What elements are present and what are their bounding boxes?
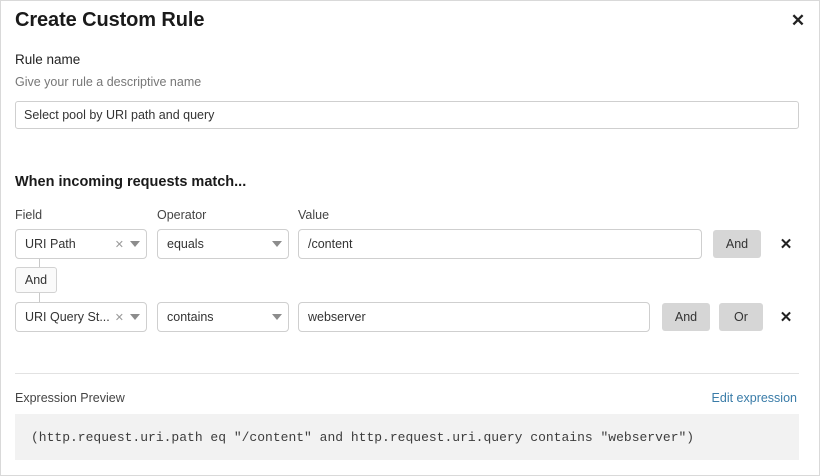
value-input-1[interactable] xyxy=(298,229,702,259)
rule-name-label: Rule name xyxy=(15,52,81,67)
value-input-2[interactable] xyxy=(298,302,650,332)
clear-icon[interactable]: ✕ xyxy=(114,311,124,324)
and-button-row-1[interactable]: And xyxy=(713,230,761,258)
operator-select-1-value: equals xyxy=(167,237,204,251)
remove-row-2-icon[interactable]: ✕ xyxy=(779,309,793,326)
chevron-down-icon[interactable] xyxy=(130,314,140,320)
chevron-down-icon[interactable] xyxy=(272,241,282,247)
chevron-down-icon[interactable] xyxy=(272,314,282,320)
rule-name-input[interactable] xyxy=(15,101,799,129)
column-header-operator: Operator xyxy=(157,208,207,222)
field-select-1[interactable]: URI Path ✕ xyxy=(15,229,147,259)
field-select-2-value: URI Query St... xyxy=(25,310,110,324)
column-header-value: Value xyxy=(298,208,330,222)
operator-select-2[interactable]: contains xyxy=(157,302,289,332)
clear-icon[interactable]: ✕ xyxy=(114,238,124,251)
dialog-title: Create Custom Rule xyxy=(15,9,205,31)
rule-name-help-text: Give your rule a descriptive name xyxy=(15,75,202,89)
expression-text: (http.request.uri.path eq "/content" and… xyxy=(31,429,695,445)
and-button-row-2[interactable]: And xyxy=(662,303,710,331)
section-divider xyxy=(15,373,799,374)
connector-and-badge[interactable]: And xyxy=(15,267,57,293)
remove-row-1-icon[interactable]: ✕ xyxy=(779,236,793,253)
expression-preview-label: Expression Preview xyxy=(15,391,125,405)
column-header-field: Field xyxy=(15,208,43,222)
condition-row: URI Query St... ✕ contains And Or ✕ xyxy=(1,302,820,332)
operator-select-1[interactable]: equals xyxy=(157,229,289,259)
or-button-row-2[interactable]: Or xyxy=(719,303,763,331)
condition-row: URI Path ✕ equals And ✕ xyxy=(1,229,820,259)
operator-select-2-value: contains xyxy=(167,310,214,324)
conditions-heading: When incoming requests match... xyxy=(15,174,247,190)
expression-preview-box: (http.request.uri.path eq "/content" and… xyxy=(15,414,799,460)
field-select-1-value: URI Path xyxy=(25,237,76,251)
close-icon[interactable]: ✕ xyxy=(790,10,806,30)
field-select-2[interactable]: URI Query St... ✕ xyxy=(15,302,147,332)
edit-expression-link[interactable]: Edit expression xyxy=(711,391,797,405)
chevron-down-icon[interactable] xyxy=(130,241,140,247)
